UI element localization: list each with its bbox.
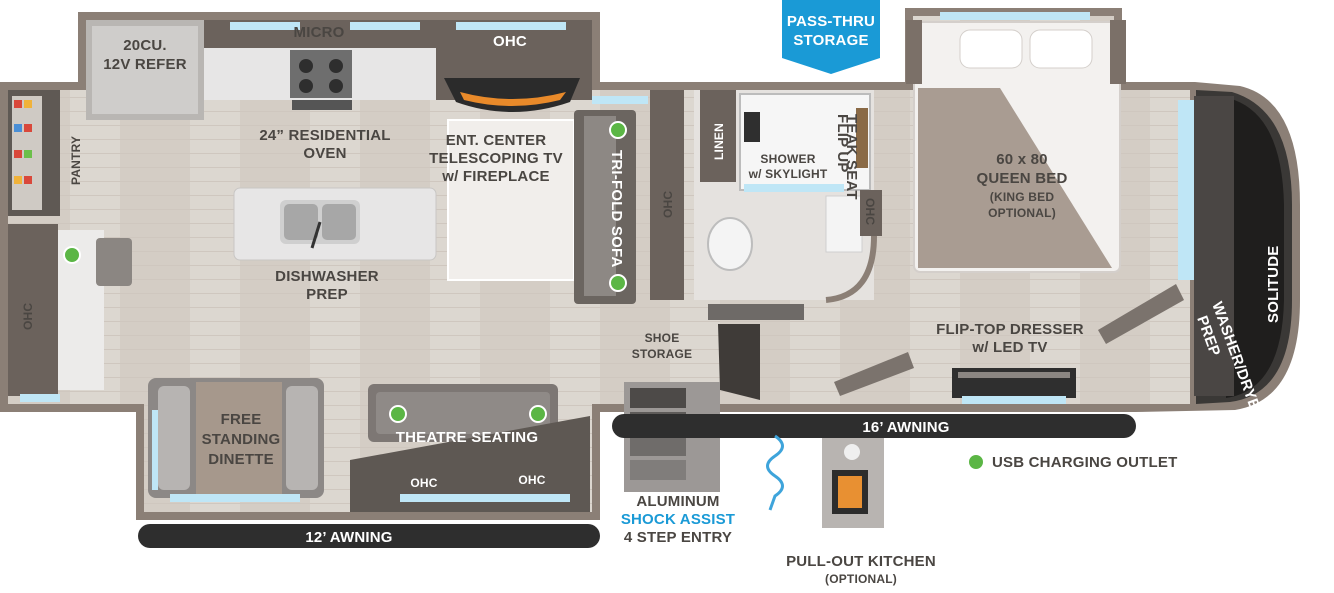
entry-label-1: ALUMINUM <box>636 493 719 510</box>
teak-seat-label-2: TEAK SEAT <box>843 114 860 200</box>
kitchen-counter-top <box>86 20 592 120</box>
usb-outlets <box>63 121 985 471</box>
usb-outlet <box>609 274 627 292</box>
theatre-seating-label: THEATRE SEATING <box>396 429 538 446</box>
ohc-label-kitchen: OHC <box>493 33 527 50</box>
shoe-storage-label-2: STORAGE <box>632 347 693 361</box>
bed-label-2: QUEEN BED <box>977 170 1068 187</box>
ohc-label-bath: OHC <box>863 198 877 225</box>
theatre-seating <box>350 384 590 512</box>
entry-label-3: 4 STEP ENTRY <box>624 529 732 546</box>
usb-outlet <box>529 405 547 423</box>
shower-label-1: SHOWER <box>760 152 815 166</box>
refer-label-2: 12V REFER <box>103 56 187 73</box>
ent-center-label-1: ENT. CENTER <box>446 132 547 149</box>
sofa-label: TRI-FOLD SOFA <box>608 150 625 268</box>
dresser-label-1: FLIP-TOP DRESSER <box>936 321 1084 338</box>
teak-seat-label-1: FLIP UP <box>834 114 851 173</box>
pull-out-kitchen-label-1: PULL-OUT KITCHEN <box>786 553 936 570</box>
awning-12ft <box>138 524 600 548</box>
passthru-label-1: PASS-THRU <box>787 13 875 30</box>
dinette <box>148 378 324 502</box>
usb-legend-label: USB CHARGING OUTLET <box>992 454 1177 471</box>
dishwasher-label: DISHWASHER <box>275 268 379 285</box>
awning-16ft <box>612 414 1136 438</box>
pass-thru-storage-banner <box>782 0 880 74</box>
bed-label-3: (KING BED <box>990 190 1055 204</box>
shower-label-2: w/ SKYLIGHT <box>748 167 828 181</box>
dinette-label-1: FREE <box>221 411 262 428</box>
pull-out-kitchen-label-2: (OPTIONAL) <box>825 572 897 586</box>
oven-label-1: 24” RESIDENTIAL <box>259 127 390 144</box>
linen-label: LINEN <box>712 123 726 160</box>
bedroom <box>834 12 1234 404</box>
dinette-label-3: DINETTE <box>208 451 274 468</box>
bed-label-1: 60 x 80 <box>996 151 1047 168</box>
prep-label: PREP <box>306 286 348 303</box>
pull-out-kitchen <box>822 438 884 528</box>
micro-label: MICRO <box>294 24 345 41</box>
usb-outlet <box>389 405 407 423</box>
ohc-label-theatre-1: OHC <box>410 476 437 490</box>
awning-16-label: 16’ AWNING <box>862 419 949 436</box>
ohc-label-sofa: OHC <box>661 191 675 218</box>
bed-label-4: OPTIONAL) <box>988 206 1056 220</box>
pantry-label: PANTRY <box>69 136 83 185</box>
refer-label-1: 20CU. <box>123 37 167 54</box>
entertainment-center <box>447 90 684 304</box>
passthru-label-2: STORAGE <box>793 32 868 49</box>
ohc-label-theatre-2: OHC <box>518 473 545 487</box>
ent-center-label-2: TELESCOPING TV <box>429 150 563 167</box>
usb-outlet <box>63 246 81 264</box>
brand-logo: SOLITUDE <box>1265 246 1282 323</box>
power-cord <box>766 434 784 511</box>
oven-label-2: OVEN <box>303 145 346 162</box>
bathroom <box>694 90 882 303</box>
kitchen-island <box>233 187 437 261</box>
ent-center-label-3: w/ FIREPLACE <box>441 168 549 185</box>
ohc-label-left: OHC <box>21 303 35 330</box>
awning-12-label: 12’ AWNING <box>305 529 392 546</box>
dinette-label-2: STANDING <box>202 431 281 448</box>
shoe-storage-label-1: SHOE <box>645 331 680 345</box>
usb-legend-dot <box>967 453 985 471</box>
usb-outlet <box>609 121 627 139</box>
dresser-label-2: w/ LED TV <box>971 339 1047 356</box>
entry-label-2: SHOCK ASSIST <box>621 511 735 528</box>
